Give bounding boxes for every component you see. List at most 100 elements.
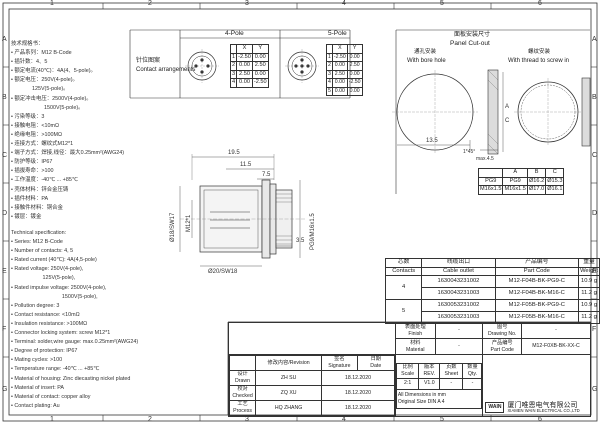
spec-en-line: • Rated impulse voltage: 2500V(4-pole), [11, 284, 107, 291]
parts-cell: M12-F05B-BK-PG9-C [494, 299, 580, 312]
panel-title-en: Panel Cut-out [450, 40, 490, 47]
spec-en-line: • Series: M12 B-Code [11, 239, 63, 246]
spec-en-line: • Temperature range: -40℃ ... +85℃ [11, 366, 100, 373]
panel-cell: PG9 [477, 176, 504, 186]
pole4-cell: 2.50 [251, 61, 269, 71]
grid-col-3: 3 [245, 0, 249, 7]
grid-col-3-bottom: 3 [245, 416, 249, 423]
pole5-cell: 2.50 [346, 61, 363, 71]
dim-m12: M12*1 [186, 214, 192, 232]
pole5-cell: 0.00 [331, 86, 348, 96]
grid-row-e: E [2, 268, 7, 275]
parts-header-cell: 线缆出口 [421, 258, 496, 268]
spec-en-line: • Material of housing: Zinc diecasting n… [11, 375, 131, 382]
spec-cn-line: • 壳体材料：锌合金压铸 [11, 186, 69, 193]
pole5-face-drawing [285, 49, 319, 83]
bore-hole-drawing [392, 70, 478, 154]
dim-19-5: 19.5 [228, 150, 240, 156]
parts-cell: 1630043231003 [421, 287, 496, 300]
finish-value: - [434, 322, 484, 339]
checked-date: 18.12.2020 [321, 385, 395, 401]
screw-label-en: With thread to screw in [508, 58, 570, 64]
pole5-cell: 0.00 [346, 69, 363, 79]
bore-section-drawing [487, 69, 499, 155]
pole4-cell: Y [251, 44, 269, 54]
grid-row-a-right: A [592, 36, 597, 43]
panel-cell: PG9 [502, 176, 528, 186]
parts-cell: M12-F04B-BK-PG9-C [494, 275, 580, 288]
panel-cell: B [526, 168, 547, 178]
parts-header-cell: Contacts [384, 266, 423, 276]
spec-cn-line: • 连接方式：螺纹式M12*1 [11, 141, 74, 148]
pole5-cell: 0.00 [346, 52, 363, 62]
grid-row-f-right: F [592, 326, 597, 333]
grid-row-a: A [2, 36, 7, 43]
parts-cell: 1630053231002 [421, 299, 496, 312]
pole5-title: 5-Pole [328, 30, 347, 37]
screw-hole-drawing [514, 78, 582, 146]
spec-cn-line: • 接触件材料：铜合金 [11, 204, 63, 211]
panel-cell: M16x1.5 [477, 185, 504, 195]
spec-en-line: Technical specification: [11, 230, 67, 236]
pole5-cell: X [331, 44, 348, 54]
drawn-date: 18.12.2020 [321, 370, 395, 386]
grid-row-b: B [2, 94, 7, 101]
panel-cell [477, 168, 504, 178]
grid-col-6-bottom: 6 [538, 416, 542, 423]
parts-header-cell: Cable outlet [421, 266, 496, 276]
panel-cell: Ø16.1 [545, 185, 565, 195]
spec-list-en: Technical specification: • Series: M12 B-… [11, 229, 226, 411]
spec-cn-line: • 额定电压：250V(4-pole)。 [11, 77, 78, 84]
spec-en-line: • Contact resistance: <10mΩ [11, 311, 80, 318]
parts-cell: 1630043231002 [421, 275, 496, 288]
parts-cell: 11.2 g [578, 287, 600, 300]
pole4-cell: X [236, 44, 253, 54]
panel-title-cn: 面板安装尺寸 [454, 32, 491, 38]
parts-contacts-cell: 5 [384, 299, 423, 324]
pole4-title: 4-Pole [225, 30, 244, 37]
spec-en-line: • Number of contacts: 4, 5 [11, 248, 74, 255]
parts-cell: 10.9 g [578, 275, 600, 288]
pole4-cell: 2.50 [236, 69, 253, 79]
qty-value: - [462, 377, 483, 390]
pole4-cell: 0.00 [251, 69, 269, 79]
spec-cn-line: • 端子方式：焊接,线径：最大0.25mm²(AWG24) [11, 150, 125, 157]
spec-en-line: • Rated current (40℃): 4A(4,5-pole) [11, 257, 97, 264]
panel-cell: A [502, 168, 528, 178]
spec-cn-line: • 工作温度：-40℃ ... +85℃ [11, 177, 78, 184]
spec-cn-line: • 镀层：镀金 [11, 213, 42, 220]
grid-col-4-bottom: 4 [342, 416, 346, 423]
grid-col-4: 4 [342, 0, 346, 7]
panel-cell: C [545, 168, 565, 178]
grid-col-1-bottom: 1 [50, 416, 54, 423]
parts-header-cell: 重量 [578, 258, 600, 268]
grid-col-6: 6 [538, 0, 542, 7]
dim-11-5: 11.5 [240, 162, 252, 168]
rev-value: V1.0 [418, 377, 441, 390]
company-block: WAIN 厦门唯恩电气有限公司 XIAMEN WAIN ELECTRICAL C… [485, 402, 588, 414]
parts-header-cell: Weight [578, 266, 600, 276]
dim-pg9: PG9/M16x1.5 [310, 213, 316, 250]
parts-header-cell: Part Code [494, 266, 580, 276]
drawn-by: ZH SU [255, 370, 323, 386]
spec-en-line: • Insulation resistance: >100MΩ [11, 320, 88, 327]
screw-section-drawing [581, 77, 591, 147]
grid-row-f: F [2, 326, 7, 333]
spec-cn-line: • 绝缘电阻：>100MΩ [11, 131, 63, 138]
spec-en-line: • Degree of protection: IP67 [11, 348, 78, 355]
